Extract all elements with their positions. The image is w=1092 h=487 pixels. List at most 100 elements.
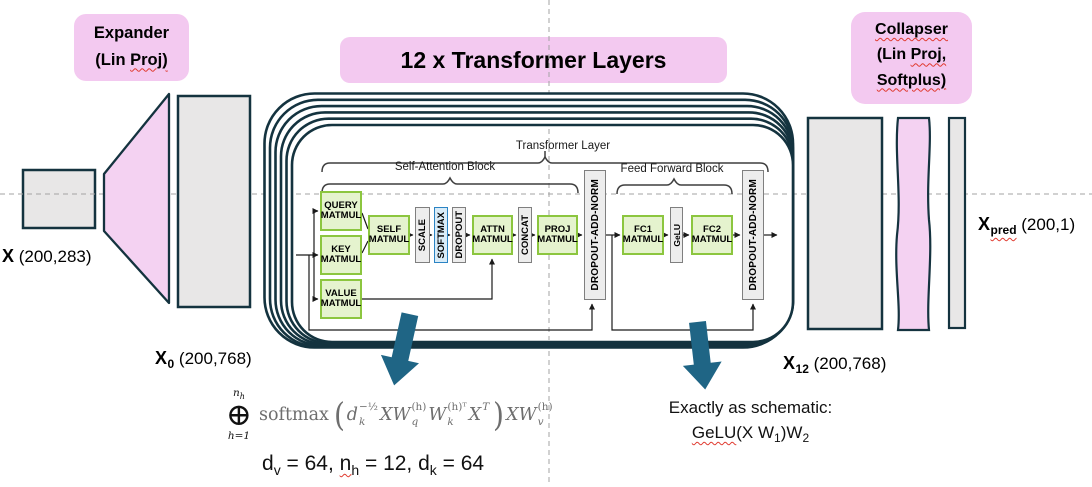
x-tensor-label: X (200,283) <box>2 246 92 267</box>
dk-param-sub: k <box>429 462 437 478</box>
brackets <box>321 151 769 195</box>
x12-tensor-dims: (200,768) <box>808 354 887 373</box>
gelu-label: GeLU <box>671 223 682 247</box>
xwv-sup: (h) <box>537 400 553 413</box>
proj-matmul-box: PROJ MATMUL <box>537 215 578 255</box>
collapser-banner-line1: Collapser <box>851 17 972 42</box>
self-attention-block-title: Self-Attention Block <box>394 161 496 173</box>
feed-forward-block-title: Feed Forward Block <box>620 163 724 175</box>
softmax-box: SOFTMAX <box>434 207 448 263</box>
value-matmul-box: VALUE MATMUL <box>320 279 362 319</box>
xpred-tensor-label: Xpred (200,1) <box>978 214 1075 237</box>
dv-value: = 64, <box>280 452 340 475</box>
gelu-box: GeLU <box>670 207 683 263</box>
xt-sup: T <box>482 400 490 413</box>
nh-param: n <box>339 452 352 475</box>
expander-subtitle-squiggled: Proj) <box>130 50 168 69</box>
dk-sup: −½ <box>359 400 378 413</box>
hyperparameters-line: dv = 64, nh = 12, dk = 64 <box>262 452 484 478</box>
scale-box: SCALE <box>415 207 430 263</box>
xt-sup-wrap: T <box>482 400 489 430</box>
xpred-tensor-name: X <box>978 214 991 234</box>
expander-banner-line1: Expander <box>74 20 189 47</box>
concat-label: CONCAT <box>519 215 531 255</box>
ff-note-equation: GeLU(X W1)W2 <box>648 423 853 445</box>
fc1-matmul-box: FC1 MATMUL <box>622 215 664 255</box>
wk-sub: k <box>447 416 454 429</box>
dk-supsub: −½ k <box>359 400 378 430</box>
collapser-subtitle-squiggled: Proj, <box>910 46 947 64</box>
x12-tensor-shape <box>806 116 884 331</box>
input-tensor-shape <box>21 168 97 230</box>
nh-param-sub: h <box>351 462 360 478</box>
expander-title: Expander <box>93 24 170 42</box>
query-to-self-wire <box>361 212 369 230</box>
xwq-supsub: (h) q <box>411 400 426 430</box>
xwq-sub: q <box>411 416 419 429</box>
fc1-matmul-label: FC1 MATMUL <box>622 223 664 245</box>
transformer-layers-title: 12 x Transformer Layers <box>400 47 667 73</box>
ff-eq-sub2: 2 <box>802 431 810 445</box>
right-paren: ) <box>493 395 505 435</box>
xwq-term: XW <box>379 404 411 425</box>
attention-formula-arrow <box>380 312 420 386</box>
xpred-tensor-shape <box>947 116 967 330</box>
dropout-add-norm-1-label: DROPOUT-ADD-NORM <box>589 179 601 291</box>
ff-eq-open: (X W <box>736 423 775 442</box>
dv-param: d <box>262 452 274 475</box>
self-attention-bracket <box>321 176 579 194</box>
x-tensor-name: X <box>2 246 15 266</box>
x0-tensor-label: X0 (200,768) <box>155 348 252 371</box>
x12-tensor-subscript: 12 <box>795 362 809 376</box>
xwv-sub: v <box>537 416 544 429</box>
key-to-self-wire <box>361 240 369 254</box>
collapser-subtitle: (Lin <box>876 46 911 64</box>
dk-term: d <box>346 404 358 425</box>
direct-sum-operator: nh ⊕ h=1 <box>226 388 252 441</box>
self-matmul-label: SELF MATMUL <box>368 223 410 245</box>
x0-tensor-subscript: 0 <box>167 357 175 371</box>
x12-tensor-label: X12 (200,768) <box>783 353 886 376</box>
self-matmul-box: SELF MATMUL <box>368 215 410 255</box>
dropout-add-norm-2-label: DROPOUT-ADD-NORM <box>747 179 759 291</box>
xwq-sup: (h) <box>411 400 427 413</box>
dropout-add-norm-2-box: DROPOUT-ADD-NORM <box>742 170 764 300</box>
x12-tensor-name: X <box>783 353 796 373</box>
value-matmul-label: VALUE MATMUL <box>320 287 362 309</box>
softmax-label: SOFTMAX <box>435 211 447 259</box>
x0-tensor-shape <box>176 94 252 309</box>
xt-term: X <box>468 404 482 425</box>
fc2-matmul-label: FC2 MATMUL <box>691 223 733 245</box>
collapser-banner-line2: (Lin Proj, <box>851 42 972 67</box>
x0-tensor-dims: (200,768) <box>174 349 252 368</box>
dk-sub: k <box>359 416 366 429</box>
concat-box: CONCAT <box>518 207 532 263</box>
dk-param: d <box>418 452 430 475</box>
wiring <box>296 208 778 331</box>
collapser-subtitle2: Softplus) <box>876 71 947 89</box>
dk-value: = 64 <box>436 452 485 475</box>
gelu-text: GeLU <box>691 423 737 442</box>
scale-label: SCALE <box>417 218 428 252</box>
nh-param-group: nh <box>339 452 360 478</box>
dropout-add-norm-1-box: DROPOUT-ADD-NORM <box>584 170 606 300</box>
dropout-box: DROPOUT <box>452 207 466 263</box>
proj-matmul-label: PROJ MATMUL <box>537 223 578 245</box>
fc2-matmul-box: FC2 MATMUL <box>691 215 733 255</box>
dropout-label: DROPOUT <box>453 211 465 259</box>
residual-wire-2 <box>611 235 756 331</box>
xwv-supsub: (h) v <box>538 400 553 430</box>
wk-term: W <box>428 404 447 425</box>
expander-banner-line2: (Lin Proj) <box>74 47 189 74</box>
limit-var-sub: h <box>239 392 245 402</box>
residual-wire-1 <box>308 255 595 331</box>
direct-sum-upper-limit: nh <box>233 388 245 401</box>
ff-note-line1: Exactly as schematic: <box>668 398 833 417</box>
expander-banner: Expander (Lin Proj) <box>74 14 189 81</box>
attn-matmul-label: ATTN MATMUL <box>472 223 513 245</box>
feed-forward-bracket <box>616 177 733 195</box>
query-matmul-label: QUERY MATMUL <box>320 199 362 221</box>
